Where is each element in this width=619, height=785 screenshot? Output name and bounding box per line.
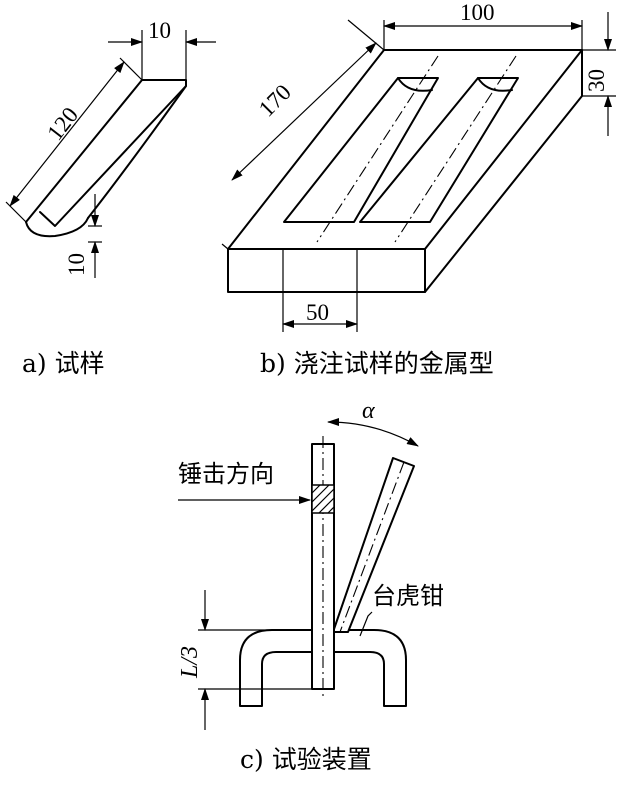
ext-line — [221, 243, 229, 250]
vise-label: 台虎钳 — [372, 582, 444, 610]
groove-right — [359, 77, 519, 223]
panel-c-setup: α 锤击方向 台虎钳 L/3 — [177, 398, 444, 730]
mould-right-face — [424, 49, 583, 293]
ext-line — [5, 201, 27, 223]
caption-b: b) 浇注试样的金属型 — [260, 349, 494, 378]
ext-line — [119, 57, 143, 81]
caption-c: c) 试验装置 — [240, 745, 372, 774]
vise-leader — [359, 611, 373, 637]
mould-front-face — [227, 248, 426, 293]
hammer-direction-label: 锤击方向 — [178, 460, 274, 488]
dim-height-30: 30 — [584, 69, 609, 92]
groove-centerline — [394, 55, 517, 243]
ext-line — [347, 19, 385, 51]
specimen-body — [39, 79, 187, 227]
dim-length-170: 170 — [254, 79, 296, 121]
panel-b-mould: 50 100 30 170 — [221, 0, 616, 332]
groove-centerline — [316, 55, 439, 243]
specimen-curved-edge — [87, 85, 187, 219]
vise-right-jaw — [333, 629, 407, 707]
caption-a: a) 试样 — [22, 349, 105, 378]
dim-line — [9, 61, 125, 207]
angle-arc — [327, 418, 419, 447]
panel-a-specimen: 10 120 10 — [5, 18, 216, 278]
specimen-end-face — [25, 217, 89, 238]
dim-thickness-10: 10 — [64, 253, 89, 276]
dim-width-10: 10 — [148, 18, 171, 43]
hammer-zone-hatch — [311, 484, 335, 514]
grip-length-label: L/3 — [177, 646, 203, 679]
groove-right-end — [477, 77, 513, 92]
vise-left-jaw — [239, 629, 313, 707]
angle-alpha: α — [362, 398, 375, 424]
dim-width-100: 100 — [460, 0, 495, 25]
groove-left-end — [397, 77, 433, 92]
dim-spacing-50: 50 — [306, 300, 329, 325]
bent-specimen — [332, 457, 415, 633]
dim-length-120: 120 — [42, 103, 83, 146]
bent-centerline — [339, 461, 405, 633]
mould-top-face — [227, 49, 583, 250]
groove-left — [283, 77, 439, 223]
dim-line — [231, 42, 377, 181]
